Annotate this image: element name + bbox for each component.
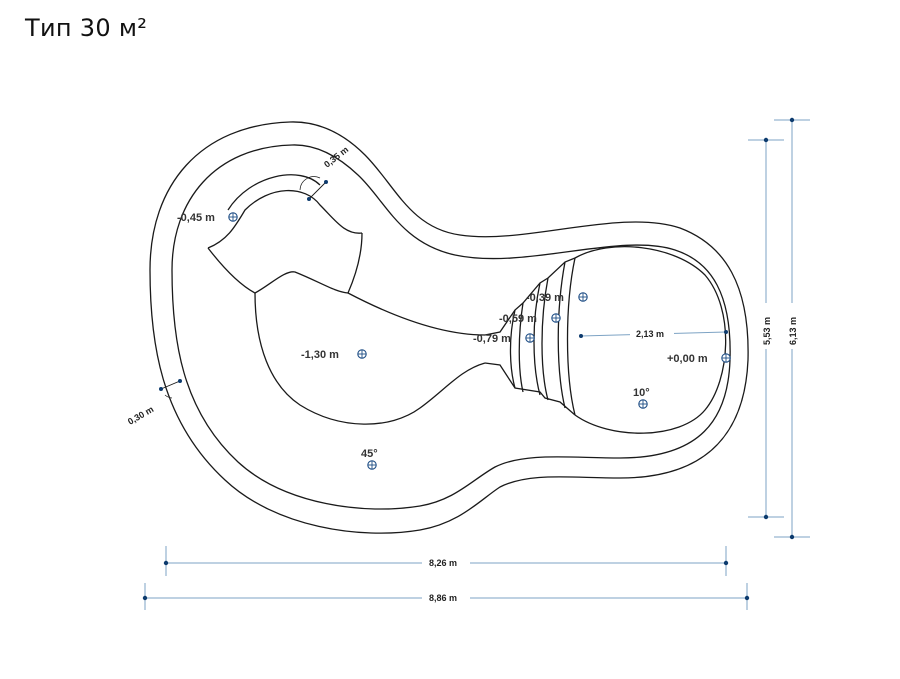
angle-label: 45° (361, 448, 378, 460)
dimension-outer-length: 8,86 m (142, 583, 750, 610)
depth-label: -0,39 m (526, 292, 564, 304)
outer-width-label: 6,13 m (788, 317, 798, 345)
dimension-inner-length: 8,26 m (163, 546, 729, 576)
outer-length-label: 8,86 m (429, 593, 457, 603)
inner-width-label: 5,53 m (762, 317, 772, 345)
angle-label: 10° (633, 387, 650, 399)
depth-marker: +0,00 m (667, 353, 731, 365)
side-thickness-label: 0,30 m (126, 404, 155, 427)
angle-marker: 10° (633, 387, 650, 409)
page-title: Тип 30 м² (25, 14, 148, 42)
deep-basin-outline (254, 292, 486, 425)
stair-line-1 (509, 309, 516, 389)
basin-top-edge (347, 292, 486, 336)
stair-line-4 (541, 277, 549, 401)
depth-label: -0,79 m (473, 333, 511, 345)
depth-label: -1,30 m (301, 349, 339, 361)
stair-line-2 (518, 302, 524, 393)
pool-inner-outline (171, 144, 731, 510)
dimension-radius: 2,13 m (579, 326, 728, 340)
depth-marker: -0,39 m (526, 292, 588, 304)
funnel-outline (484, 257, 576, 416)
shallow-bowl-outline (574, 246, 727, 434)
pool-outer-outline (149, 121, 749, 534)
depth-label: -0,45 m (177, 212, 215, 224)
step-upper-arc (207, 189, 363, 249)
radius-label: 2,13 m (636, 329, 664, 339)
dimension-side-thickness: 0,30 m (126, 379, 182, 427)
depth-marker: -0,59 m (499, 313, 561, 325)
stair-line-5 (557, 261, 566, 409)
depth-label: -0,59 m (499, 313, 537, 325)
dimension-wall-thickness: 0,35 m (299, 144, 350, 201)
depth-label: +0,00 m (667, 353, 708, 365)
angle-marker: 45° (361, 448, 378, 470)
step-outer-arc (227, 174, 321, 211)
dimension-inner-width: 5,53 m (748, 137, 784, 520)
depth-marker: -0,45 m (177, 212, 238, 224)
inner-length-label: 8,26 m (429, 558, 457, 568)
step-lower-edge (207, 232, 363, 294)
depth-marker: -1,30 m (301, 349, 367, 361)
stair-line-6 (566, 257, 576, 416)
stair-line-3 (533, 282, 541, 396)
dimension-outer-width: 6,13 m (774, 117, 810, 540)
depth-marker: -0,79 m (473, 333, 535, 345)
wall-thickness-label: 0,35 m (322, 144, 350, 169)
